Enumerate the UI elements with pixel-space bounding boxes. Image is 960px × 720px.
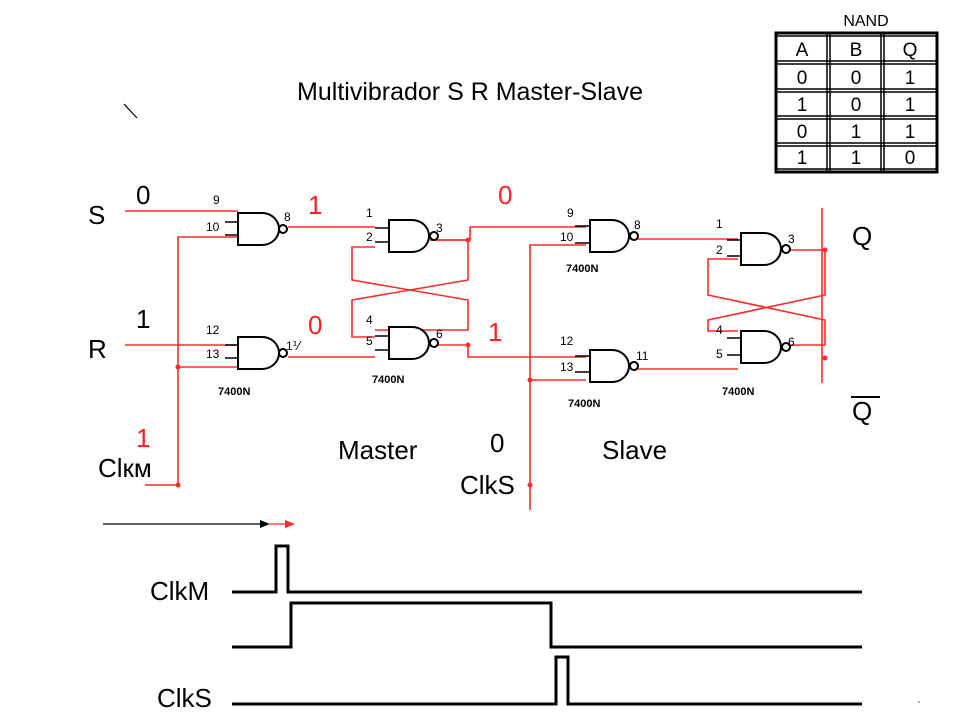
chip-label: 7400N — [218, 386, 250, 398]
time-arrow — [103, 520, 295, 528]
nand-gate-6: 12 13 11 7400N — [560, 334, 649, 410]
truth-table-header-b: B — [850, 40, 863, 61]
truth-table-cell: 1 — [905, 122, 916, 143]
pin-label: 5 — [366, 334, 373, 348]
truth-table-cell: 0 — [851, 68, 862, 89]
chip-label: 7400N — [568, 398, 600, 410]
timing-diagram: ClkM ClkS — [150, 544, 862, 713]
pin-label: 2 — [366, 230, 373, 244]
truth-table-header-a: A — [796, 40, 809, 61]
nand-gate-5: 9 10 8 7400N — [560, 206, 641, 275]
pin-label: 3 — [436, 221, 443, 235]
truth-table-cell: 1 — [905, 68, 916, 89]
nand-gate-2: 12 13 1⅟ 7400N — [206, 323, 303, 398]
truth-table-cell: 1 — [851, 148, 862, 169]
stray-mark — [123, 103, 138, 119]
truth-table-cell: 0 — [905, 148, 916, 169]
pin-label: 12 — [206, 323, 220, 337]
pin-label: 12 — [560, 334, 574, 348]
truth-table-cell: 0 — [797, 68, 808, 89]
input-r-value: 1 — [136, 304, 150, 334]
truth-table-cell: 1 — [905, 95, 916, 116]
slave-label: Slave — [602, 435, 667, 465]
pin-label: 11 — [636, 349, 649, 363]
output-q-label: Q — [852, 221, 872, 251]
node-value-master-set: 1 — [308, 190, 322, 220]
pin-label: 10 — [560, 230, 574, 244]
pin-label: 13 — [560, 360, 574, 374]
stray-dot — [918, 701, 920, 703]
truth-table-cell: 0 — [851, 95, 862, 116]
chip-label: 7400N — [372, 374, 404, 386]
chip-label: 7400N — [566, 263, 598, 275]
nand-gate-8: 4 5 6 7400N — [716, 323, 795, 398]
diagram-title: Multivibrador S R Master-Slave — [297, 78, 643, 106]
nand-gate-4: 4 5 6 7400N — [366, 313, 443, 386]
pin-label: 9 — [567, 206, 574, 220]
pin-label: 8 — [634, 218, 641, 232]
input-clkm-label: Clкм — [98, 453, 152, 483]
pin-label: 13 — [206, 347, 220, 361]
nand-truth-table: NAND A B Q 0 0 1 1 0 1 0 1 1 1 — [774, 13, 939, 174]
pin-label: 3 — [788, 232, 795, 246]
pin-label: 1⅟ — [286, 339, 303, 353]
chip-label: 7400N — [722, 386, 754, 398]
truth-table-header-q: Q — [903, 40, 918, 61]
truth-table-cell: 0 — [797, 122, 808, 143]
timing-label-clkm: ClkM — [150, 576, 209, 606]
input-s-label: S — [88, 200, 105, 230]
nand-gate-3: 1 2 3 — [366, 206, 443, 253]
clks-label: ClkS — [460, 470, 515, 500]
master-label: Master — [338, 435, 418, 465]
input-r-label: R — [88, 334, 107, 364]
node-value-master-reset: 0 — [308, 310, 322, 340]
waveform-clks — [232, 655, 862, 706]
pin-label: 1 — [366, 206, 373, 220]
pin-label: 1 — [716, 217, 723, 231]
wire-junctions — [175, 237, 828, 488]
pin-label: 6 — [788, 335, 795, 349]
pin-label: 9 — [213, 193, 220, 207]
nand-gate-1: 9 10 8 — [206, 193, 291, 246]
pin-label: 5 — [716, 347, 723, 361]
pin-label: 6 — [436, 327, 443, 341]
nand-gate-7: 1 2 3 — [716, 217, 795, 266]
circuit-wires — [125, 208, 826, 510]
timing-label-clks: ClkS — [157, 683, 212, 713]
node-value-master-qbar: 1 — [488, 317, 502, 347]
pin-label: 2 — [716, 243, 723, 257]
input-clkm-value: 1 — [136, 423, 150, 453]
clks-value: 0 — [490, 428, 504, 458]
truth-table-title: NAND — [843, 13, 888, 30]
waveform-clkm — [232, 544, 862, 594]
pin-label: 8 — [284, 210, 291, 224]
waveform-clkm-inverted — [232, 601, 862, 649]
pin-label: 4 — [366, 313, 373, 327]
input-s-value: 0 — [136, 180, 150, 210]
node-value-master-q: 0 — [498, 180, 512, 210]
truth-table-cell: 1 — [851, 122, 862, 143]
truth-table-cell: 1 — [797, 148, 808, 169]
pin-label: 10 — [206, 220, 220, 234]
pin-label: 4 — [716, 323, 723, 337]
output-q-bar-label: Q — [852, 396, 872, 426]
truth-table-cell: 1 — [797, 95, 808, 116]
